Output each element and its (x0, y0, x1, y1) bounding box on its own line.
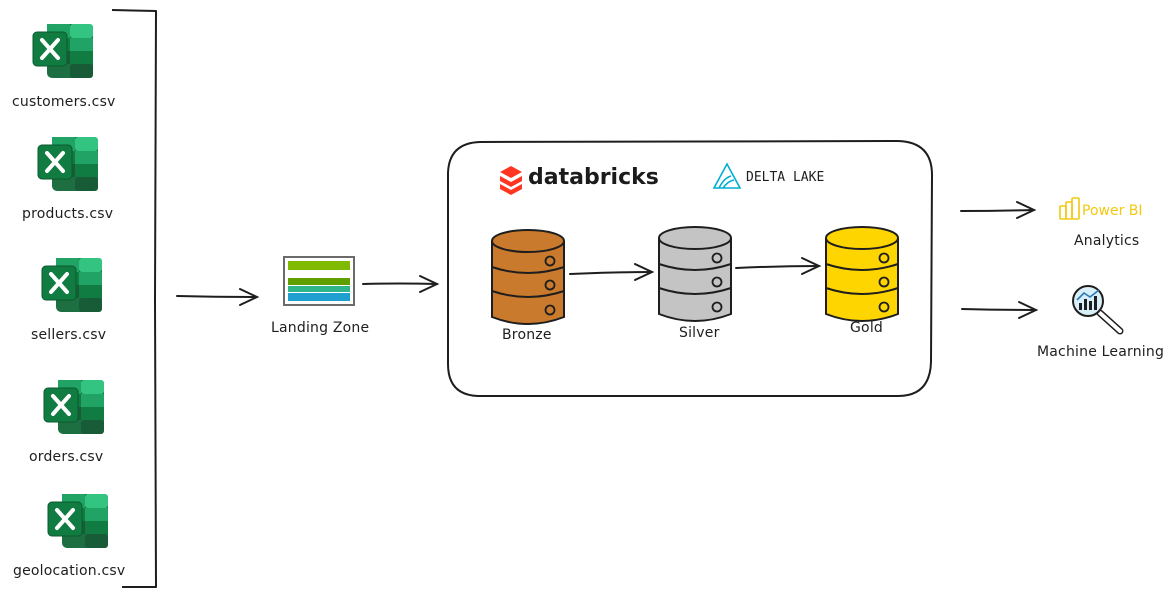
machine-learning-label: Machine Learning (1037, 344, 1165, 360)
file-label-sellers: sellers.csv (31, 327, 107, 343)
gold-label: Gold (850, 320, 883, 336)
analytics-label: Analytics (1074, 233, 1140, 249)
databricks-logo-icon (500, 166, 522, 195)
arrow-to-analytics (960, 201, 1037, 219)
platform-container (447, 139, 934, 397)
excel-icon (42, 378, 106, 436)
storage-account-icon (283, 256, 355, 306)
bronze-label: Bronze (502, 327, 552, 343)
arrow-bronze-to-silver (569, 263, 655, 281)
powerbi-icon (1059, 197, 1080, 220)
magnifier-chart-icon (1072, 285, 1124, 335)
arrow-to-platform (362, 275, 440, 293)
file-label-geolocation: geolocation.csv (13, 563, 126, 579)
file-label-orders: orders.csv (29, 449, 104, 465)
file-label-products: products.csv (22, 206, 114, 222)
silver-label: Silver (679, 325, 720, 341)
silver-database-icon (658, 226, 732, 322)
powerbi-label: Power BI (1082, 203, 1143, 219)
arrow-silver-to-gold (735, 257, 822, 275)
landing-zone-label: Landing Zone (271, 320, 370, 336)
bronze-database-icon (491, 229, 565, 325)
arrow-to-ml (961, 301, 1039, 319)
excel-icon (31, 22, 95, 80)
sources-bracket (111, 9, 157, 588)
file-label-customers: customers.csv (12, 94, 116, 110)
excel-icon (40, 256, 104, 314)
excel-icon (46, 492, 110, 550)
gold-database-icon (825, 226, 899, 322)
excel-icon (36, 135, 100, 193)
delta-lake-icon (712, 162, 742, 189)
arrow-to-landing (176, 288, 260, 306)
delta-lake-label: DELTA LAKE (746, 170, 825, 185)
databricks-label: databricks (528, 165, 659, 190)
